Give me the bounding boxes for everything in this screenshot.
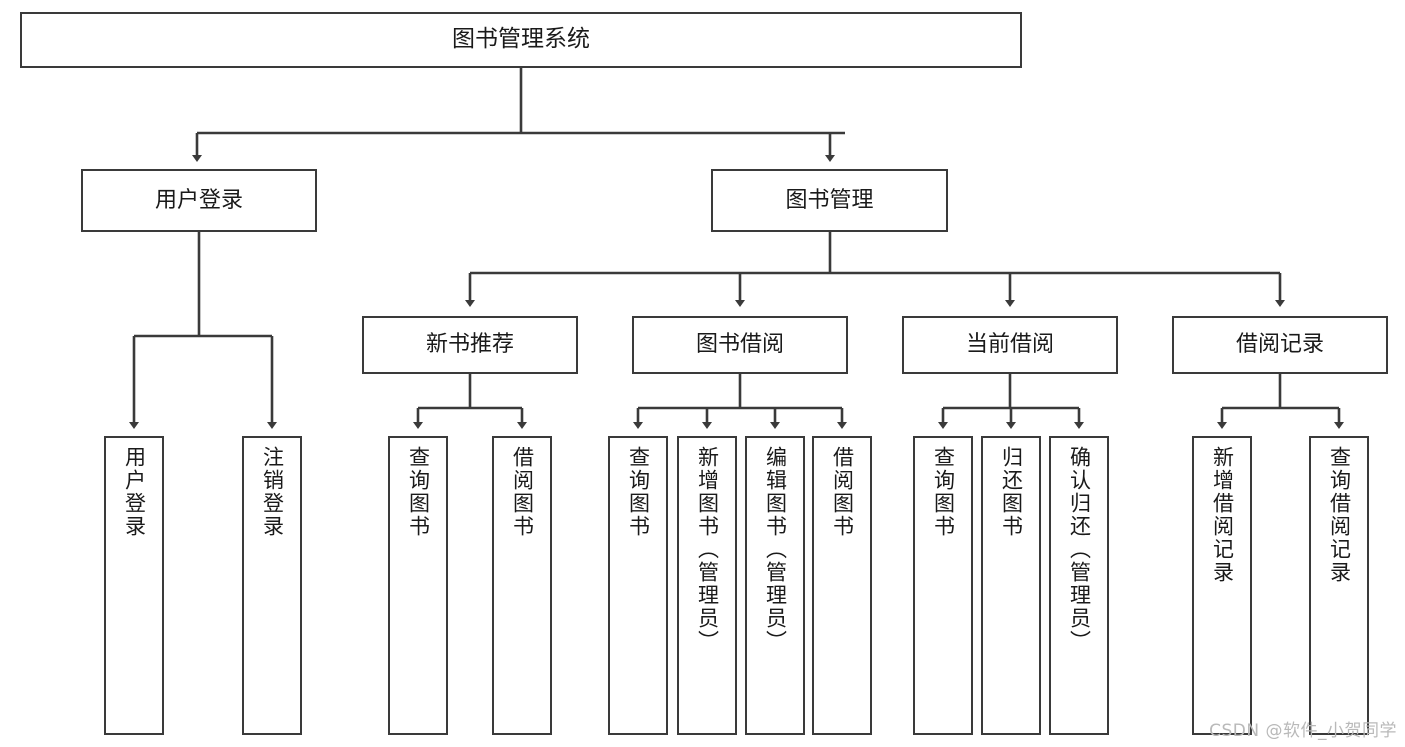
- leaf-confirm-return-admin-label: 确认归还（管理员）: [1067, 446, 1092, 653]
- leaf-query-book-current[interactable]: 查询图书: [913, 436, 973, 735]
- leaf-return-book-label: 归还图书: [999, 446, 1024, 538]
- node-book-management[interactable]: 图书管理: [711, 169, 948, 232]
- leaf-add-borrow-record-label: 新增借阅记录: [1210, 446, 1235, 584]
- leaf-query-book-current-label: 查询图书: [931, 446, 956, 538]
- node-user-login[interactable]: 用户登录: [81, 169, 317, 232]
- leaf-query-book-borrow-label: 查询图书: [626, 446, 651, 538]
- leaf-edit-book-admin-label: 编辑图书（管理员）: [763, 446, 788, 653]
- leaf-query-book-borrow[interactable]: 查询图书: [608, 436, 668, 735]
- node-current-borrow[interactable]: 当前借阅: [902, 316, 1118, 374]
- leaf-add-book-admin-label: 新增图书（管理员）: [695, 446, 720, 653]
- leaf-return-book[interactable]: 归还图书: [981, 436, 1041, 735]
- watermark-text: CSDN @软件_小贺同学: [1209, 721, 1397, 741]
- leaf-borrow-book[interactable]: 借阅图书: [812, 436, 872, 735]
- leaf-user-login[interactable]: 用户登录: [104, 436, 164, 735]
- node-book-borrow-label: 图书借阅: [695, 332, 784, 358]
- leaf-query-borrow-record-label: 查询借阅记录: [1327, 446, 1352, 584]
- leaf-borrow-book-newbook-label: 借阅图书: [510, 446, 535, 538]
- leaf-add-book-admin[interactable]: 新增图书（管理员）: [677, 436, 737, 735]
- leaf-add-borrow-record[interactable]: 新增借阅记录: [1192, 436, 1252, 735]
- leaf-borrow-book-label: 借阅图书: [830, 446, 855, 538]
- node-root[interactable]: 图书管理系统: [20, 12, 1022, 68]
- node-user-login-label: 用户登录: [154, 187, 243, 213]
- leaf-logout-label: 注销登录: [260, 446, 285, 538]
- leaf-query-borrow-record[interactable]: 查询借阅记录: [1309, 436, 1369, 735]
- node-new-book-recommend-label: 新书推荐: [425, 332, 514, 358]
- leaf-user-login-label: 用户登录: [122, 446, 147, 538]
- leaf-query-book-newbook[interactable]: 查询图书: [388, 436, 448, 735]
- node-current-borrow-label: 当前借阅: [965, 332, 1054, 358]
- leaf-borrow-book-newbook[interactable]: 借阅图书: [492, 436, 552, 735]
- leaf-logout[interactable]: 注销登录: [242, 436, 302, 735]
- node-new-book-recommend[interactable]: 新书推荐: [362, 316, 578, 374]
- node-root-label: 图书管理系统: [452, 26, 590, 53]
- node-borrow-records-label: 借阅记录: [1235, 332, 1324, 358]
- node-book-borrow[interactable]: 图书借阅: [632, 316, 848, 374]
- leaf-edit-book-admin[interactable]: 编辑图书（管理员）: [745, 436, 805, 735]
- leaf-query-book-newbook-label: 查询图书: [406, 446, 431, 538]
- node-borrow-records[interactable]: 借阅记录: [1172, 316, 1388, 374]
- node-book-management-label: 图书管理: [785, 187, 874, 213]
- leaf-confirm-return-admin[interactable]: 确认归还（管理员）: [1049, 436, 1109, 735]
